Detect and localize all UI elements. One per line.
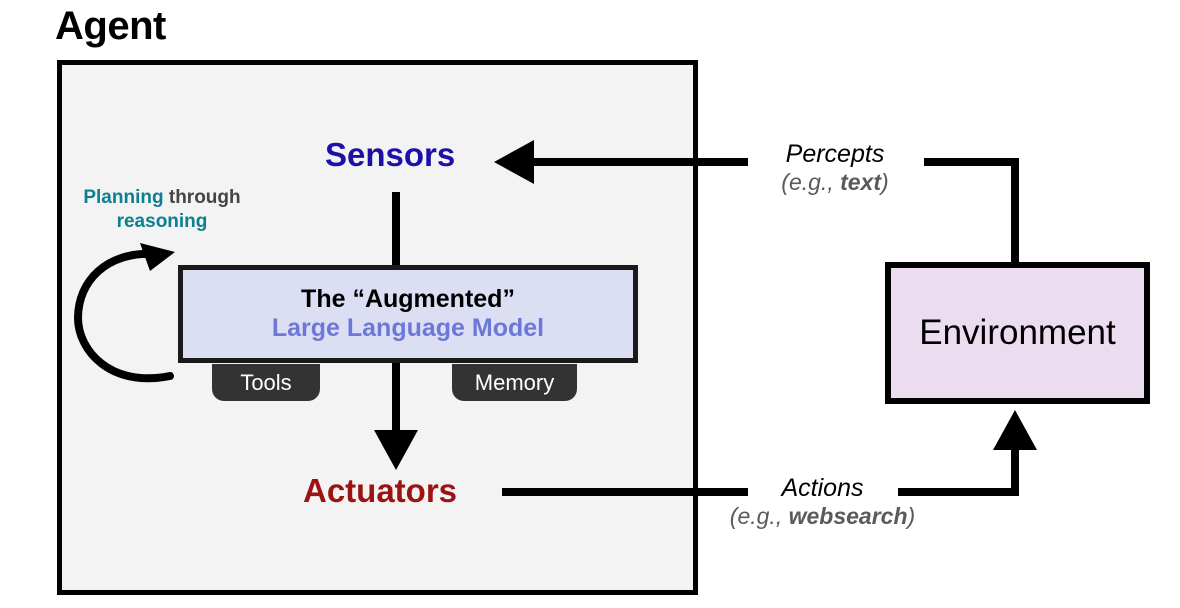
environment-label: Environment <box>919 313 1116 352</box>
planning-annotation: Planning through reasoning <box>62 186 262 234</box>
actions-sub-emphasis: websearch <box>788 502 908 529</box>
planning-word-reasoning: reasoning <box>116 210 208 232</box>
percepts-edge-label: Percepts (e.g., text) <box>755 140 915 195</box>
page-title: Agent <box>55 4 166 48</box>
actions-sublabel: (e.g., websearch) <box>700 503 945 529</box>
llm-title: The “Augmented” <box>301 284 515 313</box>
actions-sub-prefix: (e.g., <box>729 502 789 529</box>
llm-attachment-tools[interactable]: Tools <box>212 364 320 401</box>
planning-word-through: through <box>168 187 241 208</box>
llm-attachment-memory[interactable]: Memory <box>452 364 577 401</box>
actions-edge-label: Actions (e.g., websearch) <box>700 474 945 529</box>
actions-sub-suffix: ) <box>907 502 916 529</box>
percepts-sublabel: (e.g., text) <box>755 169 915 195</box>
percepts-sub-suffix: ) <box>881 168 889 195</box>
actuators-label: Actuators <box>303 472 458 509</box>
llm-box: The “Augmented” Large Language Model <box>178 265 638 363</box>
llm-subtitle: Large Language Model <box>271 314 545 343</box>
environment-box: Environment <box>885 262 1150 404</box>
planning-word-planning: Planning <box>83 187 164 208</box>
sensors-label: Sensors <box>325 136 456 173</box>
actions-title: Actions <box>781 474 864 502</box>
actions-arrowhead <box>993 410 1037 450</box>
percepts-sub-emphasis: text <box>840 168 882 195</box>
percepts-title: Percepts <box>785 140 885 168</box>
percepts-sub-prefix: (e.g., <box>781 168 841 195</box>
